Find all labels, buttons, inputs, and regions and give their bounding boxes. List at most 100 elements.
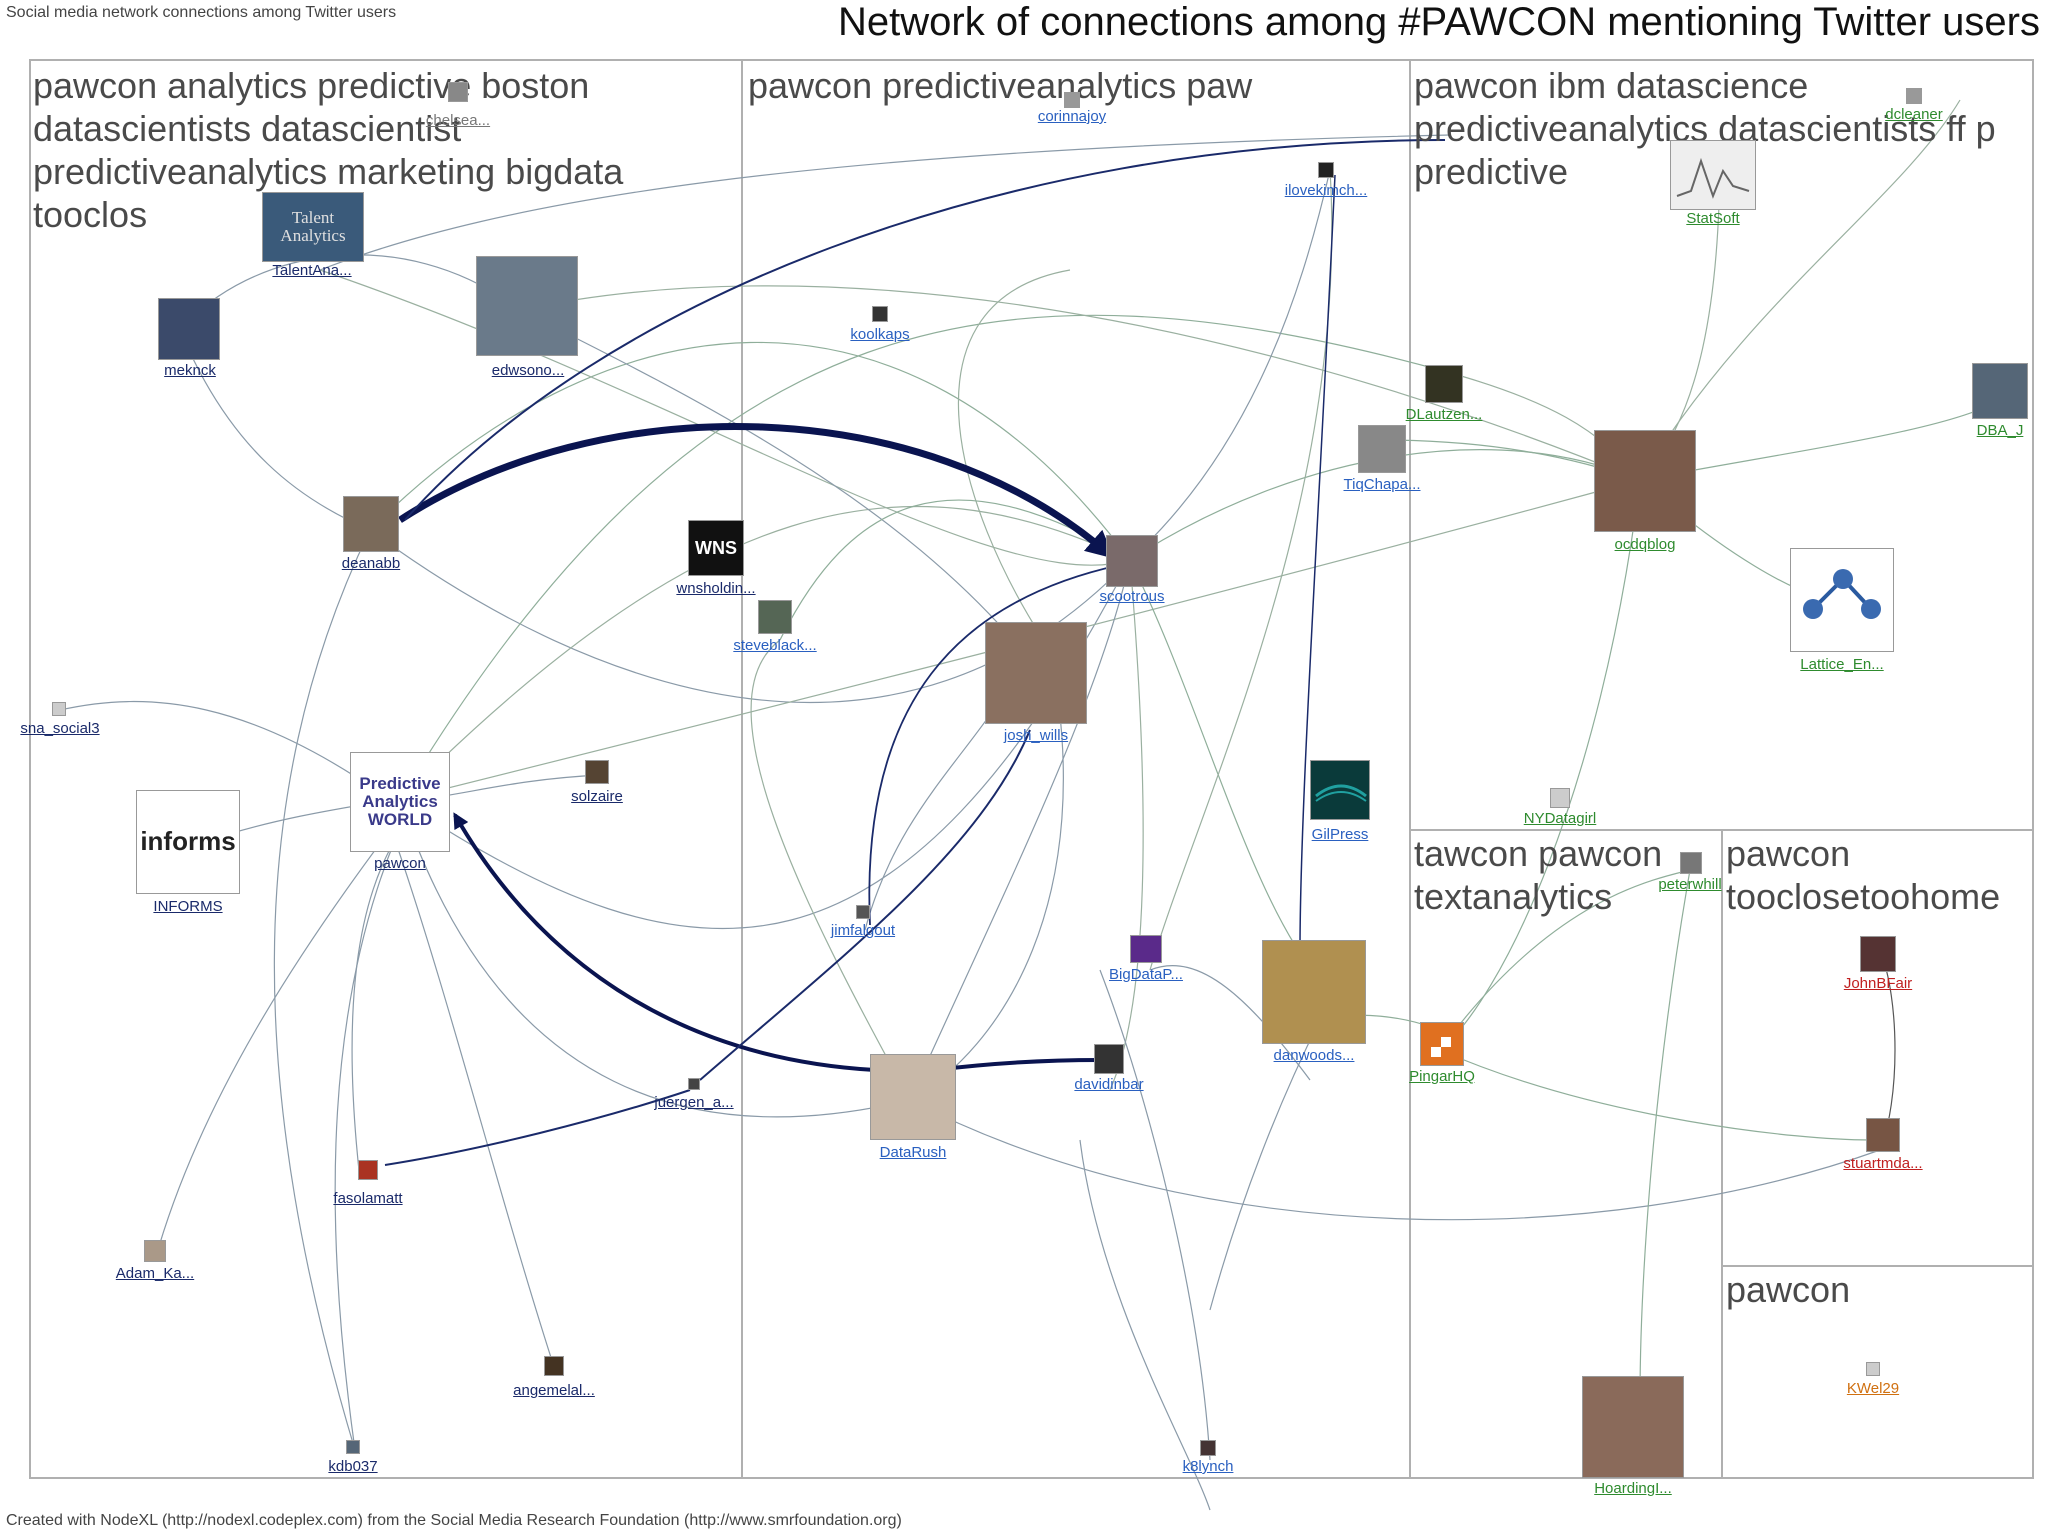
node-avatar-text: Predictive Analytics WORLD	[359, 774, 441, 829]
node-label: danwoods...	[1273, 1047, 1355, 1064]
node-avatar	[1358, 425, 1406, 473]
node-label: TiqChapa...	[1343, 476, 1421, 493]
node-avatar	[544, 1356, 564, 1376]
node-avatar	[1860, 936, 1896, 972]
footer-credit: Created with NodeXL (http://nodexl.codep…	[6, 1512, 902, 1529]
node-label: koolkaps	[850, 326, 910, 343]
node-avatar	[688, 1078, 700, 1090]
node-label: DBA_J	[1976, 422, 2024, 439]
group-label-2: pawcon predictiveanalytics paw	[748, 65, 1253, 106]
group-label-3: pawcon ibm datascience predictiveanalyti…	[1414, 65, 1996, 192]
node-label: steveblack...	[733, 637, 817, 654]
group-boxes	[29, 59, 2034, 1479]
node-avatar	[52, 702, 66, 716]
chart-title: Network of connections among #PAWCON men…	[838, 0, 2040, 44]
edge-juergen-fasolamatt	[384, 1089, 691, 1166]
pingar-logo-icon	[1431, 1037, 1451, 1057]
node-avatar	[985, 622, 1087, 724]
node-label: sna_social3	[20, 720, 100, 737]
node-label: Adam_Ka...	[115, 1265, 195, 1282]
node-label: ocdqblog	[1614, 536, 1676, 553]
node-avatar	[856, 905, 870, 919]
strong-edges	[384, 139, 1446, 1166]
gilpress-logo-icon	[1315, 784, 1367, 802]
node-avatar	[476, 256, 578, 356]
node-avatar	[1906, 88, 1922, 104]
group-box-6	[1721, 1265, 2034, 1479]
node-avatar	[872, 306, 888, 322]
node-avatar	[1425, 365, 1463, 403]
node-avatar	[1064, 92, 1080, 108]
node-label: josh_wills	[1003, 727, 1069, 744]
node-label: DLautzen...	[1405, 406, 1483, 423]
node-label: HoardingI...	[1594, 1480, 1672, 1497]
node-label: pawcon	[374, 855, 426, 872]
node-avatar	[1790, 548, 1894, 652]
node-label: k8lynch	[1182, 1458, 1234, 1475]
node-avatar	[158, 298, 220, 360]
node-label: scootrous	[1099, 588, 1165, 605]
node-avatar	[870, 1054, 956, 1140]
node-avatar	[346, 1440, 360, 1454]
node-avatar	[1670, 140, 1756, 210]
edge-josh-juergen	[699, 729, 1031, 1081]
node-avatar	[1594, 430, 1696, 532]
node-label: juergen_a...	[654, 1094, 734, 1111]
lattice-logo-icon	[1803, 569, 1881, 619]
group-label-4: tawcon pawcon textanalytics	[1414, 833, 1663, 917]
node-avatar	[1262, 940, 1366, 1044]
node-label: PingarHQ	[1409, 1068, 1475, 1085]
node-label: ilovekimch...	[1284, 182, 1368, 199]
node-avatar: Predictive Analytics WORLD	[350, 752, 450, 852]
node-avatar	[1310, 760, 1370, 820]
node-label: JohnBFair	[1843, 975, 1913, 992]
statsoft-logo-icon	[1676, 157, 1750, 199]
node-avatar	[1200, 1440, 1216, 1456]
node-label: corinnajoy	[1037, 108, 1107, 125]
edge-statsoft-deanabb	[404, 139, 1446, 521]
node-avatar-text: Talent Analytics	[280, 208, 346, 245]
node-avatar	[1106, 535, 1158, 587]
edge-jimfalgout-scootrous	[868, 564, 1121, 926]
node-label: stuartmda...	[1843, 1155, 1923, 1172]
node-avatar	[448, 82, 468, 102]
node-avatar: WNS	[688, 520, 744, 576]
node-avatar	[1680, 852, 1702, 874]
node-label: NYDatagirl	[1523, 810, 1597, 827]
node-avatar-text: informs	[140, 826, 236, 857]
group-label-5: pawcon tooclosetoohome	[1726, 833, 2001, 917]
node-label: fasolamatt	[333, 1190, 403, 1207]
node-label: dcleaner	[1885, 106, 1943, 123]
node-label: TalentAna...	[272, 262, 352, 279]
node-avatar	[1420, 1022, 1464, 1066]
node-avatar	[358, 1160, 378, 1180]
node-label: chelsea...	[425, 112, 491, 129]
node-label: meknck	[164, 362, 216, 379]
edge-layer	[59, 99, 2001, 1511]
edge-ilovekimch-danwoods	[1299, 174, 1336, 951]
node-label: davidinbar	[1074, 1076, 1144, 1093]
node-avatar	[1582, 1376, 1684, 1478]
node-label: DataRush	[879, 1144, 947, 1161]
node-avatar	[1866, 1362, 1880, 1376]
node-label: wnsholdin...	[676, 580, 756, 597]
node-label: deanabb	[341, 555, 401, 572]
node-label: BigDataP...	[1109, 966, 1183, 983]
node-avatar	[1550, 788, 1570, 808]
node-label: GilPress	[1311, 826, 1369, 843]
node-avatar	[1094, 1044, 1124, 1074]
group-label-6: pawcon	[1726, 1269, 1851, 1310]
edge-datarush-davidinbar	[934, 1058, 1101, 1072]
node-label: edwsono...	[491, 362, 565, 379]
node-label: StatSoft	[1686, 210, 1740, 227]
node-avatar	[343, 496, 399, 552]
node-label: kdb037	[328, 1458, 378, 1475]
node-label: KWel29	[1846, 1380, 1900, 1397]
node-label: angemelal...	[513, 1382, 595, 1399]
node-label: solzaire	[571, 788, 623, 805]
node-avatar: Talent Analytics	[262, 192, 364, 262]
node-avatar	[758, 600, 792, 634]
node-avatar	[144, 1240, 166, 1262]
node-label: jimfalgout	[830, 922, 896, 939]
